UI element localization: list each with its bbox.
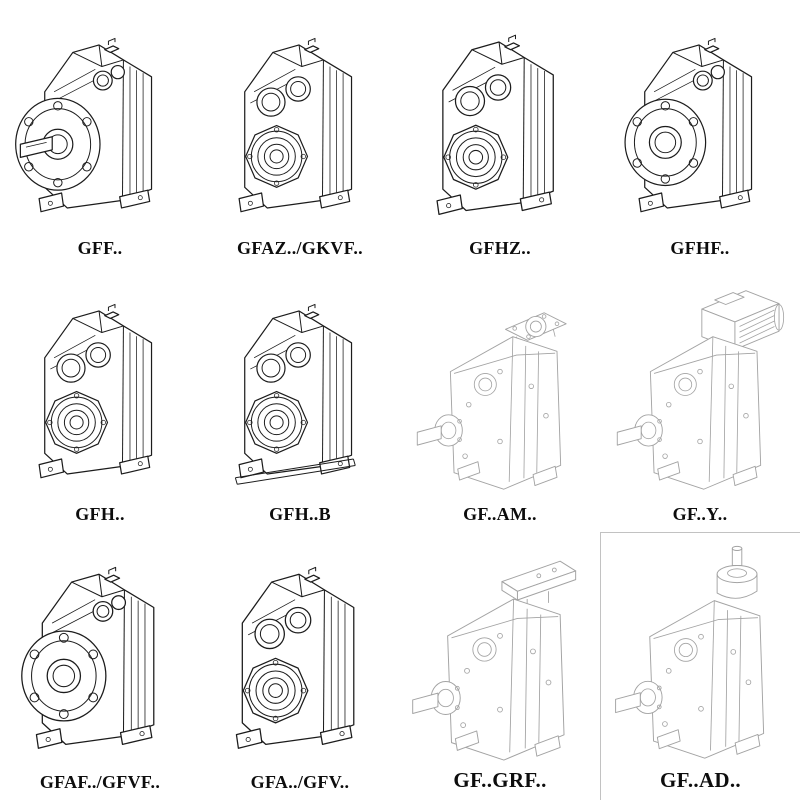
- gearbox-drawing-gfgrf: [400, 532, 600, 766]
- model-label: GF..AD..: [660, 768, 741, 792]
- model-label: GFF..: [77, 238, 123, 258]
- model-label: GFHZ..: [469, 238, 531, 258]
- gearbox-drawing-gfhz: [400, 0, 600, 236]
- model-label: GF..Y..: [672, 504, 728, 524]
- gearbox-top-mount-plate-icon: [412, 560, 577, 761]
- catalog-cell-gfam: GF..AM..: [400, 266, 600, 532]
- gearbox-drawing-gfad: [601, 533, 800, 766]
- gearbox-drawing-gfy: [600, 266, 800, 502]
- gearbox-hollow-bore-icon: [238, 37, 353, 212]
- gearbox-drawing-gfh: [0, 266, 200, 502]
- catalog-cell-gfh: GFH..: [0, 266, 200, 532]
- catalog-cell-gfhz: GFHZ..: [400, 0, 600, 266]
- catalog-cell-gfhf: GFHF..: [600, 0, 800, 266]
- catalog-cell-gfad: GF..AD..: [600, 532, 800, 800]
- gearbox-drawing-gfam: [400, 266, 600, 502]
- gearbox-input-flange-adapter-icon: [416, 312, 567, 490]
- model-label: GFH..B: [269, 504, 331, 524]
- catalog-cell-gfa-gfv: GFA../GFV..: [200, 532, 400, 800]
- gearbox-drawing-gfa: [200, 532, 400, 770]
- gearbox-hollow-bore-icon: [235, 566, 355, 749]
- model-label: GFHF..: [670, 238, 730, 258]
- gearbox-drawing-gfaf: [0, 532, 200, 770]
- gearbox-hollow-bore-icon: [38, 303, 153, 478]
- model-label: GFAZ../GKVF..: [237, 238, 363, 258]
- gearbox-hollow-bore-icon: [436, 34, 554, 215]
- catalog-cell-gfgrf: GF..GRF..: [400, 532, 600, 800]
- gearbox-drawing-gfaz: [200, 0, 400, 236]
- gearbox-hollow-bore-baseplate-icon: [234, 303, 356, 485]
- catalog-cell-gff: GFF..: [0, 0, 200, 266]
- model-label: GFH..: [75, 504, 125, 524]
- model-label: GFA../GFV..: [250, 772, 350, 792]
- gearbox-flange-with-shaft-icon: [15, 37, 153, 212]
- catalog-cell-gfaz-gkvf: GFAZ../GKVF..: [200, 0, 400, 266]
- model-label: GF..GRF..: [453, 768, 547, 792]
- gearbox-drawing-gff: [0, 0, 200, 236]
- gearbox-with-motor-icon: [616, 290, 785, 490]
- gearbox-drawing-gfhb: [200, 266, 400, 502]
- model-label: GFAF../GFVF..: [39, 772, 161, 792]
- catalog-cell-gfhb: GFH..B: [200, 266, 400, 532]
- catalog-cell-gfy: GF..Y..: [600, 266, 800, 532]
- gearbox-input-shaft-adapter-icon: [614, 545, 764, 759]
- gearbox-flange-hollow-icon: [624, 37, 753, 212]
- gearbox-flange-hollow-icon: [21, 566, 155, 749]
- gearbox-drawing-gfhf: [600, 0, 800, 236]
- catalog-cell-gfaf-gfvf: GFAF../GFVF..: [0, 532, 200, 800]
- model-label: GF..AM..: [463, 504, 537, 524]
